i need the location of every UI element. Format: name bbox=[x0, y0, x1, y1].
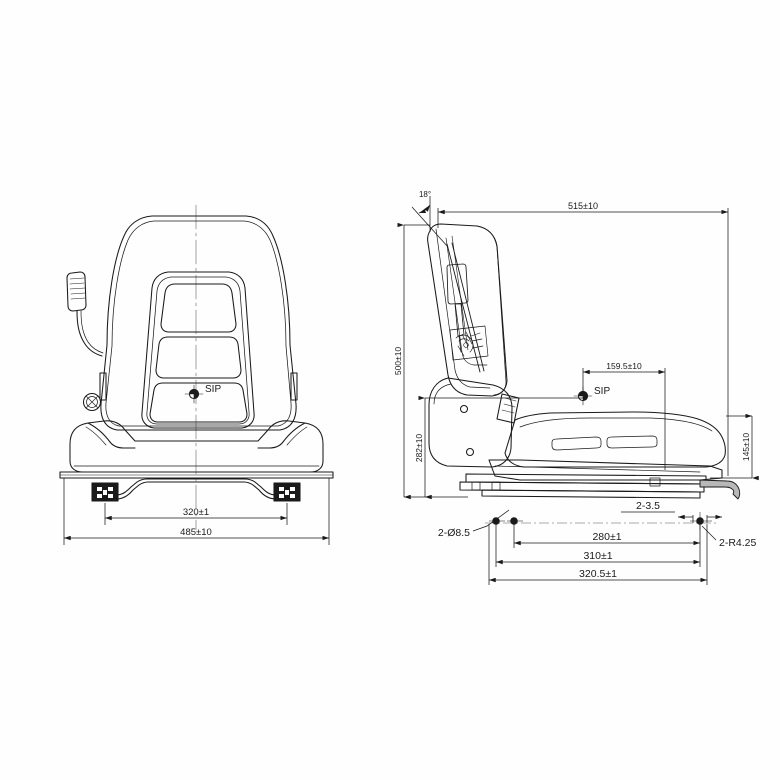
dim-label-pitch-320-5: 320.5±1 bbox=[579, 568, 617, 580]
dim-label-overall-height: 500±10 bbox=[393, 347, 403, 376]
slide-rail-lower bbox=[481, 489, 701, 499]
side-view-dimensions bbox=[397, 196, 759, 500]
dim-label-seat-height: 282±10 bbox=[414, 434, 424, 463]
rail-stop-1 bbox=[471, 481, 481, 491]
cushion-right-wing bbox=[257, 422, 306, 449]
backrest-inner-shell bbox=[105, 220, 292, 427]
slide-rail-tube-lower bbox=[101, 481, 291, 500]
recliner-lever-handle bbox=[66, 271, 87, 312]
sip-label-front: SIP bbox=[205, 384, 221, 395]
front-view-group bbox=[59, 204, 334, 531]
dim-label-sip-to-rear: 159.5±10 bbox=[606, 361, 642, 371]
sip-marker-side bbox=[573, 386, 593, 406]
backrest-inner-panel bbox=[445, 237, 488, 366]
mount-bracket-right bbox=[273, 482, 301, 502]
recliner-rod-2 bbox=[451, 242, 485, 372]
backrest-panel-top bbox=[160, 283, 237, 333]
cushion-left-wing-inner bbox=[85, 426, 107, 446]
rail-stop-3 bbox=[649, 477, 661, 487]
recliner-rod-1 bbox=[446, 243, 481, 373]
slide-release-lever bbox=[699, 479, 741, 500]
backrest-panel-middle bbox=[155, 336, 242, 379]
lever-grip-line-4 bbox=[70, 292, 86, 295]
slide-rail-middle bbox=[459, 481, 705, 493]
backrest-cushion-frame-inner bbox=[146, 276, 250, 425]
cushion-panel-1 bbox=[551, 436, 602, 451]
height-adjust-knob bbox=[82, 392, 102, 412]
cushion-left-wing bbox=[87, 422, 136, 449]
cushion-top-stitch-side bbox=[519, 417, 713, 432]
callout-slot-radius: 2-R4.25 bbox=[719, 537, 757, 549]
base-plate bbox=[59, 471, 334, 479]
front-view-dimensions bbox=[63, 478, 330, 545]
lever-grip-line-5 bbox=[70, 297, 86, 300]
cushion-panel-2 bbox=[606, 435, 658, 449]
dim-label-backrest-angle: 18° bbox=[419, 190, 431, 199]
hole-pattern-group bbox=[472, 509, 722, 585]
sip-marker-front bbox=[184, 384, 204, 404]
right-side-slot bbox=[290, 372, 298, 401]
leader-slot-radius bbox=[701, 525, 717, 541]
seat-pan-line bbox=[494, 465, 701, 473]
hole-marker-a bbox=[489, 517, 505, 525]
pivot-bolt-lower bbox=[465, 447, 475, 457]
dim-label-pitch-280: 280±1 bbox=[592, 531, 621, 543]
side-view-group bbox=[427, 223, 741, 500]
dim-label-overall-depth: 515±10 bbox=[568, 201, 598, 211]
callout-slot-width: 2-3.5 bbox=[636, 500, 660, 512]
lever-shaft bbox=[76, 310, 103, 357]
backrest-cushion-frame bbox=[141, 271, 255, 429]
hole-marker-b bbox=[507, 517, 523, 525]
slide-rail-tube bbox=[101, 478, 291, 496]
pivot-hub-inner-arc bbox=[433, 383, 452, 405]
lever-grip-line-1 bbox=[69, 277, 85, 280]
backrest-side-rear-face bbox=[435, 228, 491, 389]
dim-label-overall-width: 485±10 bbox=[180, 527, 212, 538]
lever-shaft-inner bbox=[80, 310, 104, 354]
knob-cross-detail bbox=[85, 395, 99, 409]
left-side-slot bbox=[99, 372, 107, 401]
sip-label-side: SIP bbox=[594, 386, 610, 397]
height-adjust-knob-inner bbox=[86, 396, 98, 408]
lever-grip-line-3 bbox=[69, 287, 86, 290]
callout-hole-diameter: 2-Ø8.5 bbox=[438, 527, 470, 539]
backrest-side-front-face bbox=[476, 225, 507, 396]
dim-label-mount-spacing: 320±1 bbox=[183, 507, 209, 518]
backrest-spring-detail bbox=[449, 325, 489, 361]
leader-hole-diameter bbox=[472, 509, 510, 532]
mount-bracket-left bbox=[91, 482, 119, 502]
pivot-bolt-upper bbox=[459, 404, 469, 414]
dim-arc-backrest-angle bbox=[418, 204, 431, 214]
dim-label-cushion-height: 145±10 bbox=[741, 433, 751, 462]
backrest-panel-bottom bbox=[149, 382, 248, 423]
cushion-right-wing-inner bbox=[286, 426, 308, 446]
backrest-outer-shell bbox=[100, 215, 297, 431]
lever-grip-line-2 bbox=[69, 282, 85, 285]
dim-label-pitch-310: 310±1 bbox=[583, 550, 612, 562]
